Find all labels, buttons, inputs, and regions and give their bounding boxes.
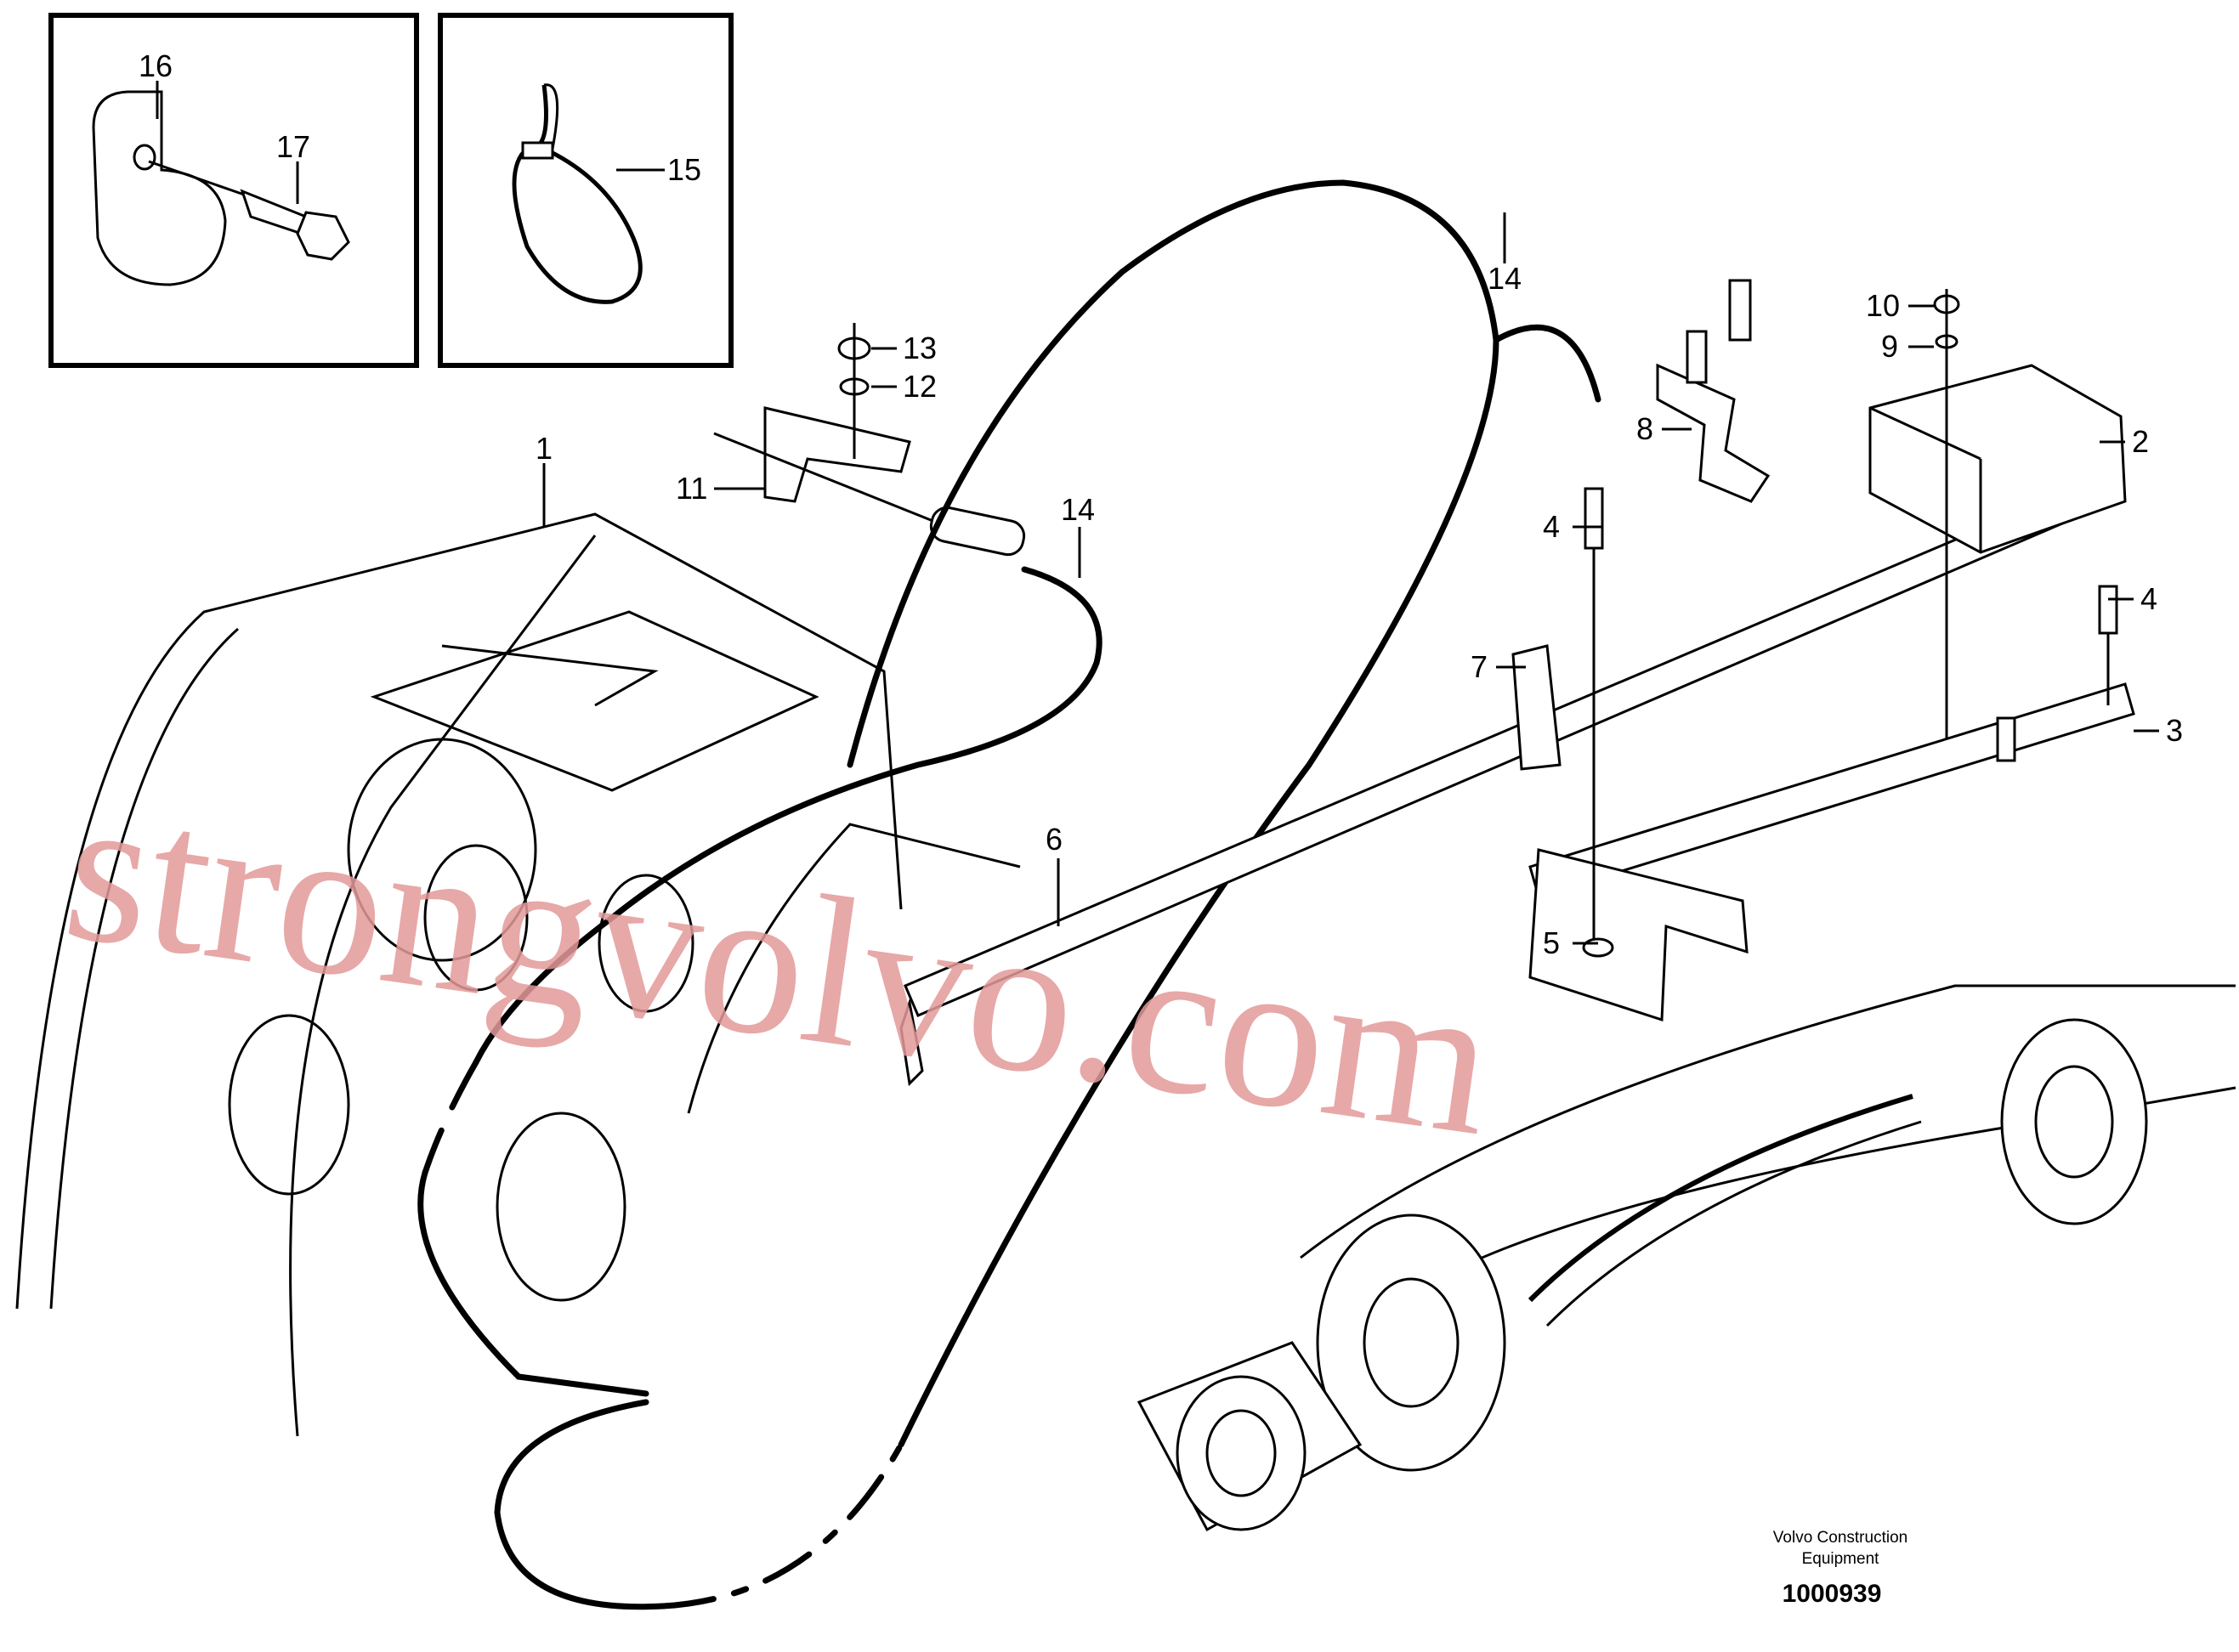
cable-14 xyxy=(417,179,1601,1610)
boom-structure xyxy=(15,512,1021,1437)
leader-lines xyxy=(156,81,2159,945)
inset-cable-tie xyxy=(438,13,734,368)
callout-9: 9 xyxy=(1881,329,1898,364)
document-number: 1000939 xyxy=(1783,1580,1882,1608)
callout-11: 11 xyxy=(676,471,707,506)
callout-15: 15 xyxy=(667,152,701,187)
callout-1: 1 xyxy=(536,431,553,466)
callout-4b: 4 xyxy=(2140,581,2157,616)
callout-14b: 14 xyxy=(1061,492,1095,527)
callout-7: 7 xyxy=(1471,649,1488,684)
callout-10: 10 xyxy=(1866,288,1900,323)
bracket-3 xyxy=(1528,487,2135,1022)
callout-2: 2 xyxy=(2132,424,2149,459)
callout-labels: 1 2 3 4 4 5 6 7 8 9 10 11 12 13 14 14 15… xyxy=(139,48,2183,960)
bracket-8 xyxy=(1656,279,1771,503)
callout-12: 12 xyxy=(903,369,937,404)
inset-clamp-bolt xyxy=(48,13,419,368)
callout-17: 17 xyxy=(276,129,310,164)
callout-6: 6 xyxy=(1046,822,1063,857)
callout-4a: 4 xyxy=(1543,509,1560,544)
housing-2 xyxy=(1868,289,2127,748)
credit-line-1: Volvo Construction xyxy=(1773,1529,1907,1547)
callout-3: 3 xyxy=(2166,713,2183,748)
callout-16: 16 xyxy=(139,48,173,83)
callout-14a: 14 xyxy=(1488,261,1522,296)
callout-5: 5 xyxy=(1543,925,1560,960)
callout-13: 13 xyxy=(903,331,937,365)
bracket-11 xyxy=(713,323,1026,557)
callout-8: 8 xyxy=(1636,411,1653,446)
hydraulic-cylinder xyxy=(1137,984,2236,1532)
credit-line-2: Equipment xyxy=(1802,1550,1880,1568)
